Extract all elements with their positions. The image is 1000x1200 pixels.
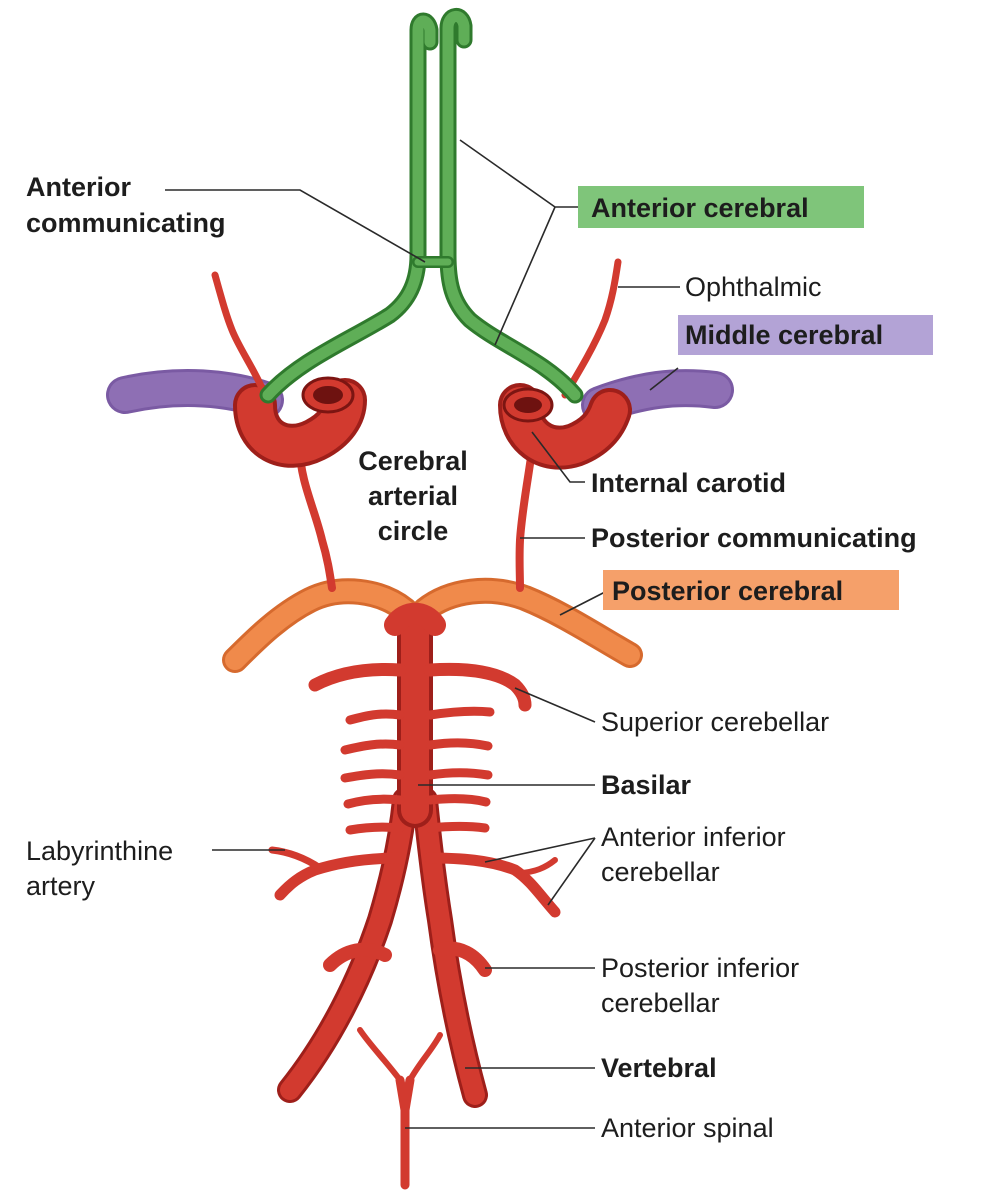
label-cerebral-arterial-circle-2: arterial [368,481,458,511]
label-posterior-cerebral: Posterior cerebral [612,576,843,606]
posterior-communicating-left [296,446,336,592]
anterior-cerebral-arteries [259,8,584,404]
label-cerebral-arterial-circle-3: circle [378,516,449,546]
vertebral-artery-left [277,787,418,1103]
posterior-inferior-cerebellar-left [323,942,392,972]
label-anterior-communicating-2: communicating [26,208,226,238]
label-posterior-inferior-cerebellar-1: Posterior inferior [601,953,799,983]
label-labyrinthine-artery-1: Labyrinthine [26,836,173,866]
label-cerebral-arterial-circle-1: Cerebral [358,446,468,476]
label-anterior-communicating-1: Anterior [26,172,132,202]
artery-drawing [106,8,734,1190]
internal-carotid-right [498,383,632,470]
label-labyrinthine-artery-2: artery [26,871,96,901]
ophthalmic-left [211,271,269,399]
labels: Anterior communicating Anterior cerebral… [26,172,917,1143]
anterior-cerebral-label-bg [578,186,864,228]
anterior-inferior-cerebellar-right [424,852,561,918]
label-anterior-inferior-cerebellar-2: cerebellar [601,857,720,887]
label-posterior-inferior-cerebellar-2: cerebellar [601,988,720,1018]
internal-carotid-left [233,376,367,468]
label-internal-carotid: Internal carotid [591,468,786,498]
label-anterior-spinal: Anterior spinal [601,1113,774,1143]
label-posterior-communicating: Posterior communicating [591,523,917,553]
label-basilar: Basilar [601,770,692,800]
pontine-branches [340,706,495,835]
anterior-spinal-artery [395,1075,415,1190]
posterior-communicating-right [515,446,536,592]
labyrinthine-artery [268,846,324,872]
ophthalmic-right [561,258,622,399]
superior-cerebellar-left [308,663,407,692]
label-anterior-cerebral: Anterior cerebral [591,193,809,223]
anterior-inferior-cerebellar-left [274,852,406,901]
label-middle-cerebral: Middle cerebral [685,320,883,350]
superior-cerebellar-right [423,662,532,712]
leader-lines [165,139,680,1129]
middle-cerebral-label-bg [678,315,933,355]
posterior-cerebral-label-bg [603,570,899,610]
label-anterior-inferior-cerebellar-1: Anterior inferior [601,822,786,852]
label-superior-cerebellar: Superior cerebellar [601,707,829,737]
label-ophthalmic: Ophthalmic [685,272,822,302]
posterior-inferior-cerebellar-right [433,941,492,977]
label-vertebral: Vertebral [601,1053,717,1083]
anterior-spinal-branches [357,1027,443,1083]
